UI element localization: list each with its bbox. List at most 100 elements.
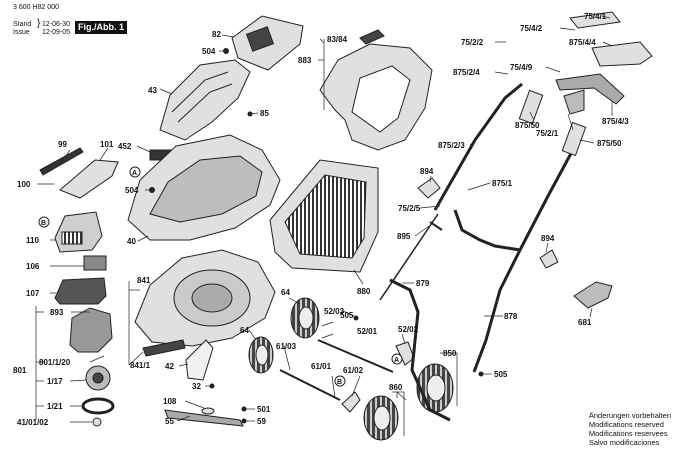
part-83-84-handle	[359, 29, 385, 45]
label-860: 860	[389, 383, 403, 392]
label-879: 879	[416, 279, 430, 288]
label-61-03: 61/03	[276, 342, 297, 351]
label-681: 681	[578, 318, 592, 327]
part-879-rod	[379, 213, 439, 301]
label-107: 107	[26, 289, 40, 298]
part-82-keypad	[245, 26, 275, 52]
label-52-03: 52/03	[324, 307, 345, 316]
part-107-circuit-board	[54, 277, 107, 305]
part-41-01-02-nut	[92, 417, 102, 427]
label-110: 110	[26, 236, 39, 245]
part-841-1-comb	[142, 339, 186, 357]
label-101: 101	[100, 140, 114, 149]
label-501: 501	[257, 405, 271, 414]
callout-b-circle-2	[334, 375, 346, 387]
stand-label: Stand	[13, 21, 32, 28]
label-875-50b: 875/50	[597, 139, 622, 148]
label-61-01: 61/01	[311, 362, 332, 371]
callouts: A B A B	[38, 166, 403, 387]
note-line-3: Modifications reservees	[588, 429, 668, 438]
part-875-50-grip-a	[518, 89, 544, 125]
part-875-50-grip-b	[561, 121, 587, 157]
label-75-2-2: 75/2/2	[461, 38, 484, 47]
label-875-50a: 875/50	[515, 121, 540, 130]
part-1-21-belt	[81, 397, 115, 415]
part-875-2-3-handle	[433, 82, 523, 211]
part-894-clamp-left	[417, 177, 441, 199]
stand-date: 12-06-30	[42, 21, 71, 28]
label-801-1-20: 801/1/20	[39, 358, 71, 367]
callout-b-1: B	[41, 220, 46, 227]
part-labels: 504 82 43 85 452 99 101 100 504 40 110 1…	[13, 12, 629, 427]
callout-a-circle-2	[391, 353, 403, 365]
part-43-housing-cover	[159, 59, 251, 141]
label-52-02: 52/02	[398, 325, 419, 334]
label-883: 883	[298, 56, 312, 65]
label-801: 801	[13, 366, 27, 375]
label-452: 452	[118, 142, 132, 151]
issue-label: Issue	[13, 29, 30, 36]
label-82: 82	[212, 30, 221, 39]
label-841-1: 841/1	[130, 361, 151, 370]
part-106-switch	[83, 255, 107, 271]
note-line-2: Modifications reserved	[588, 420, 664, 429]
note-line-1: Änderungen vorbehalten	[588, 411, 671, 420]
callout-a-1: A	[132, 170, 137, 177]
label-505b: 505	[494, 370, 508, 379]
part-101-cable-clamp	[59, 159, 119, 199]
label-875-2-4: 875/2/4	[453, 68, 480, 77]
part-61-02-bracket	[341, 391, 361, 413]
part-878-lower-handle	[389, 278, 451, 422]
fastener-505b	[478, 371, 484, 377]
callout-b-circle-1	[38, 216, 50, 228]
label-61-02: 61/02	[343, 366, 364, 375]
label-41-01-02: 41/01/02	[17, 418, 49, 427]
part-895-pin	[429, 221, 443, 231]
callout-a-circle-1	[129, 166, 141, 178]
label-75-4-9: 75/4/9	[510, 63, 533, 72]
leader-lines	[35, 15, 613, 436]
label-85: 85	[260, 109, 269, 118]
label-59: 59	[257, 417, 266, 426]
label-841: 841	[137, 276, 151, 285]
label-64a: 64	[281, 288, 290, 297]
part-875-4-3-rail	[555, 73, 625, 105]
label-83-84: 83/84	[327, 35, 348, 44]
part-75-2-1-cylinder	[563, 89, 585, 115]
part-52-01-lever	[317, 339, 394, 373]
label-75-4-2: 75/4/2	[520, 24, 543, 33]
label-75-2-1: 75/2/1	[536, 129, 559, 138]
bracket-glyph: }	[37, 18, 41, 29]
part-61-03-axle	[279, 369, 341, 401]
label-100: 100	[17, 180, 31, 189]
part-893-motor	[69, 307, 113, 353]
label-64b: 64	[240, 326, 249, 335]
label-875-1: 875/1	[492, 179, 513, 188]
issue-date: 12-09-05	[42, 29, 71, 36]
label-108: 108	[163, 397, 177, 406]
doc-number: 3 600 H82 000	[13, 4, 59, 11]
label-99: 99	[58, 140, 67, 149]
label-42: 42	[165, 362, 174, 371]
label-875-4-4: 875/4/4	[569, 38, 596, 47]
label-43: 43	[148, 86, 157, 95]
note-line-4: Salvo modificaciones	[588, 438, 660, 447]
footnotes: Änderungen vorbehalten Modifications res…	[589, 411, 671, 447]
label-893: 893	[50, 308, 64, 317]
label-895: 895	[397, 232, 411, 241]
fastener-505a	[353, 315, 359, 321]
part-75-4-1-switch	[569, 11, 621, 29]
part-681-key	[573, 281, 613, 309]
label-505a: 505	[340, 311, 354, 320]
label-55: 55	[165, 417, 174, 426]
callout-b-2: B	[337, 379, 342, 386]
part-42-flap	[185, 339, 214, 381]
part-894-clamp-right	[539, 249, 559, 269]
label-40: 40	[127, 237, 136, 246]
label-850: 850	[443, 349, 457, 358]
label-504b: 504	[125, 186, 139, 195]
callout-a-2: A	[394, 357, 399, 364]
label-894a: 894	[420, 167, 434, 176]
